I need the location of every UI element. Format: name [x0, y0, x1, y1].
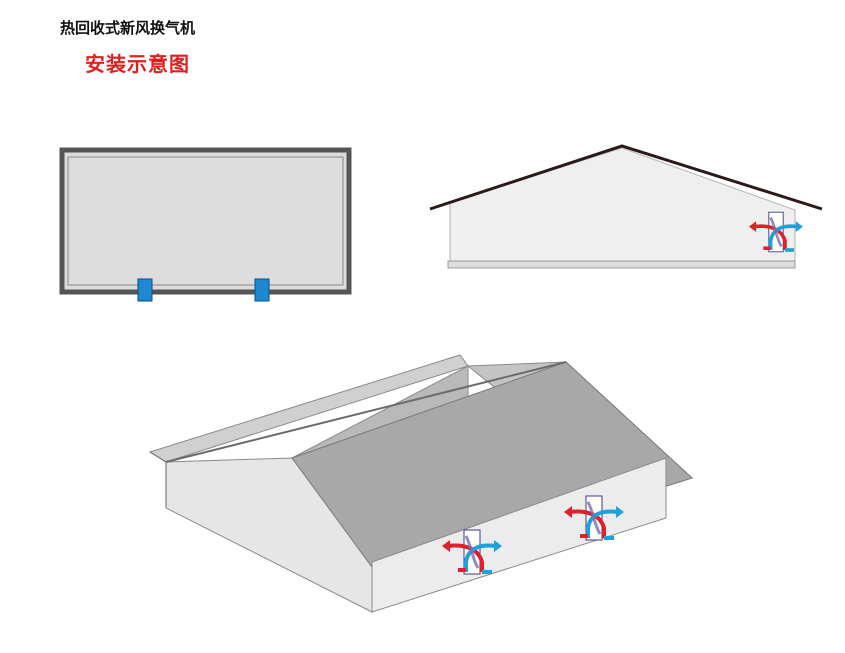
- page-title: 热回收式新风换气机: [60, 19, 196, 37]
- elevation-roof: [429, 144, 823, 211]
- floor-plan: [59, 147, 352, 302]
- elevation-wall: [449, 147, 796, 263]
- plan-ventilator-unit-1: [137, 278, 153, 302]
- plan-outer-wall: [59, 147, 352, 295]
- perspective-view: [148, 354, 694, 613]
- elevation-floor: [447, 260, 796, 269]
- page-subtitle: 安装示意图: [85, 52, 190, 76]
- plan-ventilator-unit-2: [254, 278, 270, 302]
- roof-ridge: [165, 361, 567, 463]
- roof-slope: [291, 361, 693, 579]
- plan-inner-wall: [67, 156, 344, 286]
- side-elevation: [429, 144, 823, 269]
